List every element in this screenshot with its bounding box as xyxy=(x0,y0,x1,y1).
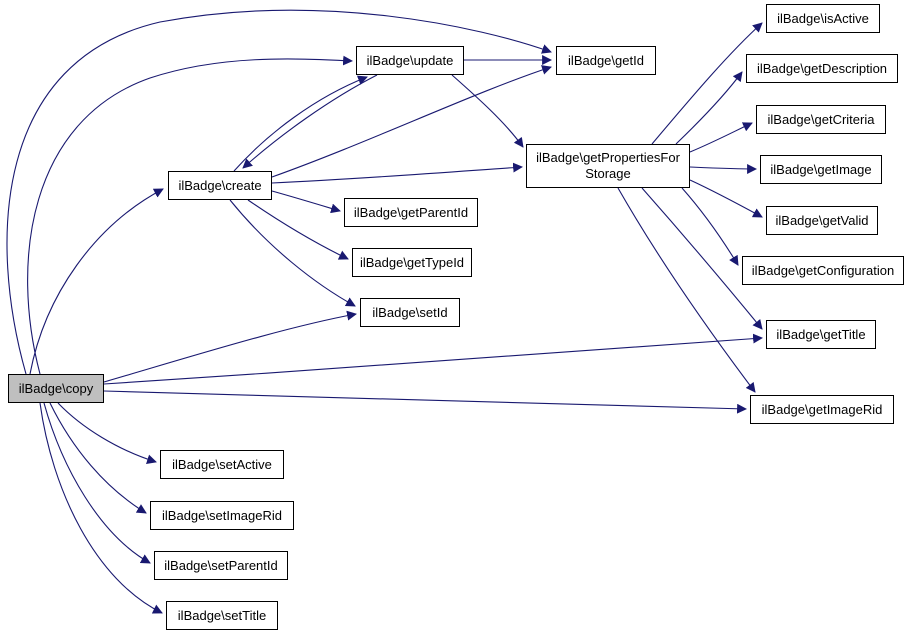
node-getValid[interactable]: ilBadge\getValid xyxy=(766,206,878,235)
node-copy: ilBadge\copy xyxy=(8,374,104,403)
edge-getPropertiesForStorage-getImage xyxy=(689,164,757,174)
node-getDescription[interactable]: ilBadge\getDescription xyxy=(746,54,898,83)
edge-create-getParentId xyxy=(271,190,341,214)
node-setParentId[interactable]: ilBadge\setParentId xyxy=(154,551,288,580)
edge-getPropertiesForStorage-isActive xyxy=(651,22,763,145)
node-getConfiguration[interactable]: ilBadge\getConfiguration xyxy=(742,256,904,285)
node-getParentId[interactable]: ilBadge\getParentId xyxy=(344,198,478,227)
edge-getPropertiesForStorage-getCriteria xyxy=(689,122,753,153)
node-setImageRid[interactable]: ilBadge\setImageRid xyxy=(150,501,294,530)
edge-copy-setActive xyxy=(57,402,157,465)
edge-copy-create xyxy=(29,188,164,375)
edge-create-getId xyxy=(271,65,552,178)
edge-update-create xyxy=(242,74,378,169)
edge-copy-setImageRid xyxy=(49,402,147,514)
edge-copy-setTitle xyxy=(39,402,163,614)
edge-create-getPropertiesForStorage xyxy=(271,162,523,184)
node-setTitle[interactable]: ilBadge\setTitle xyxy=(166,601,278,630)
node-getImageRid[interactable]: ilBadge\getImageRid xyxy=(750,395,894,424)
edge-copy-getTitle xyxy=(103,333,763,385)
edge-getPropertiesForStorage-getDescription xyxy=(675,71,743,145)
node-isActive[interactable]: ilBadge\isActive xyxy=(766,4,880,33)
edge-update-getPropertiesForStorage xyxy=(451,74,524,148)
edge-create-setId xyxy=(229,199,356,307)
node-update[interactable]: ilBadge\update xyxy=(356,46,464,75)
node-getTypeId[interactable]: ilBadge\getTypeId xyxy=(352,248,472,277)
edge-copy-setId xyxy=(103,310,357,383)
node-getId[interactable]: ilBadge\getId xyxy=(556,46,656,75)
edge-copy-setParentId xyxy=(43,402,151,564)
edge-getPropertiesForStorage-getImageRid xyxy=(617,187,756,393)
node-getPropertiesForStorage[interactable]: ilBadge\getPropertiesFor Storage xyxy=(526,144,690,188)
edge-getPropertiesForStorage-getValid xyxy=(689,179,763,218)
edge-copy-getImageRid xyxy=(103,390,747,414)
edge-copy-update xyxy=(27,55,353,375)
edge-create-getTypeId xyxy=(247,199,349,260)
node-setId[interactable]: ilBadge\setId xyxy=(360,298,460,327)
edge-create-update xyxy=(233,75,368,172)
node-getTitle[interactable]: ilBadge\getTitle xyxy=(766,320,876,349)
node-setActive[interactable]: ilBadge\setActive xyxy=(160,450,284,479)
edge-getPropertiesForStorage-getConfiguration xyxy=(681,187,739,266)
node-getCriteria[interactable]: ilBadge\getCriteria xyxy=(756,105,886,134)
node-create[interactable]: ilBadge\create xyxy=(168,171,272,200)
node-getImage[interactable]: ilBadge\getImage xyxy=(760,155,882,184)
edge-copy-getId xyxy=(6,9,552,375)
